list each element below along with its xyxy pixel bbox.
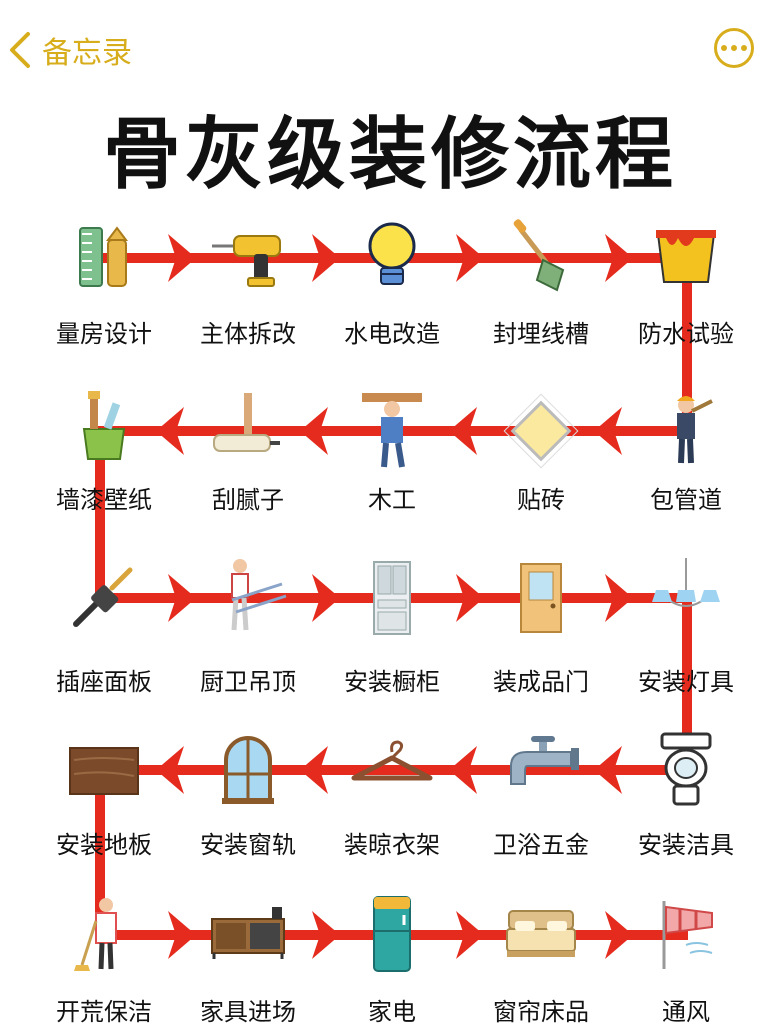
arrow-left-icon <box>156 746 184 794</box>
refrigerator-icon <box>373 896 411 972</box>
arrow-right-icon <box>168 234 196 282</box>
cabinet-icon <box>373 561 411 635</box>
arrow-right-icon <box>168 911 196 959</box>
flow-connector <box>95 765 105 940</box>
step-label: 安装橱柜 <box>344 668 440 696</box>
step-label: 封埋线槽 <box>493 320 589 348</box>
dot-icon <box>721 45 727 51</box>
tile-icon <box>503 393 579 469</box>
dot-icon <box>731 45 737 51</box>
arrow-right-icon <box>312 574 340 622</box>
light-bulb-icon <box>368 222 416 285</box>
cleaner-icon <box>74 898 117 971</box>
step-label: 厨卫吊顶 <box>200 668 296 696</box>
chandelier-icon <box>652 558 720 607</box>
step-label: 安装洁具 <box>638 831 734 859</box>
step-label: 安装灯具 <box>638 668 734 696</box>
dot-icon <box>741 45 747 51</box>
step-label: 安装地板 <box>56 831 152 859</box>
arrow-left-icon <box>300 407 328 455</box>
step-label: 包管道 <box>650 486 722 514</box>
step-label: 刮腻子 <box>212 486 284 514</box>
step-label: 贴砖 <box>517 486 565 514</box>
worker-ladder-icon <box>231 559 287 631</box>
step-label: 水电改造 <box>344 320 440 348</box>
flow-connector <box>682 253 692 436</box>
arrow-right-icon <box>456 574 484 622</box>
arrow-right-icon <box>605 574 633 622</box>
arrow-left-icon <box>594 407 622 455</box>
step-label: 主体拆改 <box>200 320 296 348</box>
paint-bucket-icon <box>656 230 716 283</box>
arrow-left-icon <box>449 407 477 455</box>
faucet-icon <box>510 736 579 785</box>
back-label: 备忘录 <box>42 36 132 71</box>
drill-icon <box>212 235 281 287</box>
arrow-right-icon <box>456 911 484 959</box>
paint-roller-icon <box>213 393 280 452</box>
more-options-button[interactable] <box>714 28 754 68</box>
arrow-right-icon <box>456 234 484 282</box>
measuring-tape-icon <box>79 226 128 287</box>
flow-connector <box>95 426 105 603</box>
carpenter-icon <box>362 393 422 468</box>
bed-icon <box>506 910 576 957</box>
door-icon <box>520 563 562 633</box>
step-label: 卫浴五金 <box>493 831 589 859</box>
arrow-right-icon <box>312 911 340 959</box>
back-button[interactable]: 备忘录 <box>6 28 132 72</box>
step-label: 墙漆壁纸 <box>56 486 152 514</box>
socket-plug-icon <box>73 567 133 627</box>
wood-floor-icon <box>69 747 139 795</box>
arrow-left-icon <box>449 746 477 794</box>
arrow-left-icon <box>594 746 622 794</box>
paint-brushes-icon <box>82 391 126 460</box>
window-icon <box>222 736 274 804</box>
shovel-icon <box>513 219 565 292</box>
furniture-icon <box>211 907 285 959</box>
arrow-left-icon <box>300 746 328 794</box>
arrow-left-icon <box>156 407 184 455</box>
chevron-left-icon <box>10 32 30 68</box>
arrow-right-icon <box>312 234 340 282</box>
flow-connector <box>682 593 692 775</box>
toilet-icon <box>660 732 712 806</box>
windsock-icon <box>662 901 713 969</box>
arrow-right-icon <box>168 574 196 622</box>
step-label: 装成品门 <box>493 668 589 696</box>
plumber-icon <box>677 396 713 464</box>
flow-line <box>100 765 688 775</box>
step-label: 防水试验 <box>638 320 734 348</box>
step-label: 安装窗轨 <box>200 831 296 859</box>
arrow-right-icon <box>605 911 633 959</box>
page-title: 骨灰级装修流程 <box>102 110 677 200</box>
step-label: 装晾衣架 <box>344 831 440 859</box>
step-label: 插座面板 <box>56 668 152 696</box>
step-label: 量房设计 <box>56 320 152 348</box>
hanger-icon <box>351 740 433 781</box>
arrow-right-icon <box>605 234 633 282</box>
step-label: 木工 <box>368 486 416 514</box>
